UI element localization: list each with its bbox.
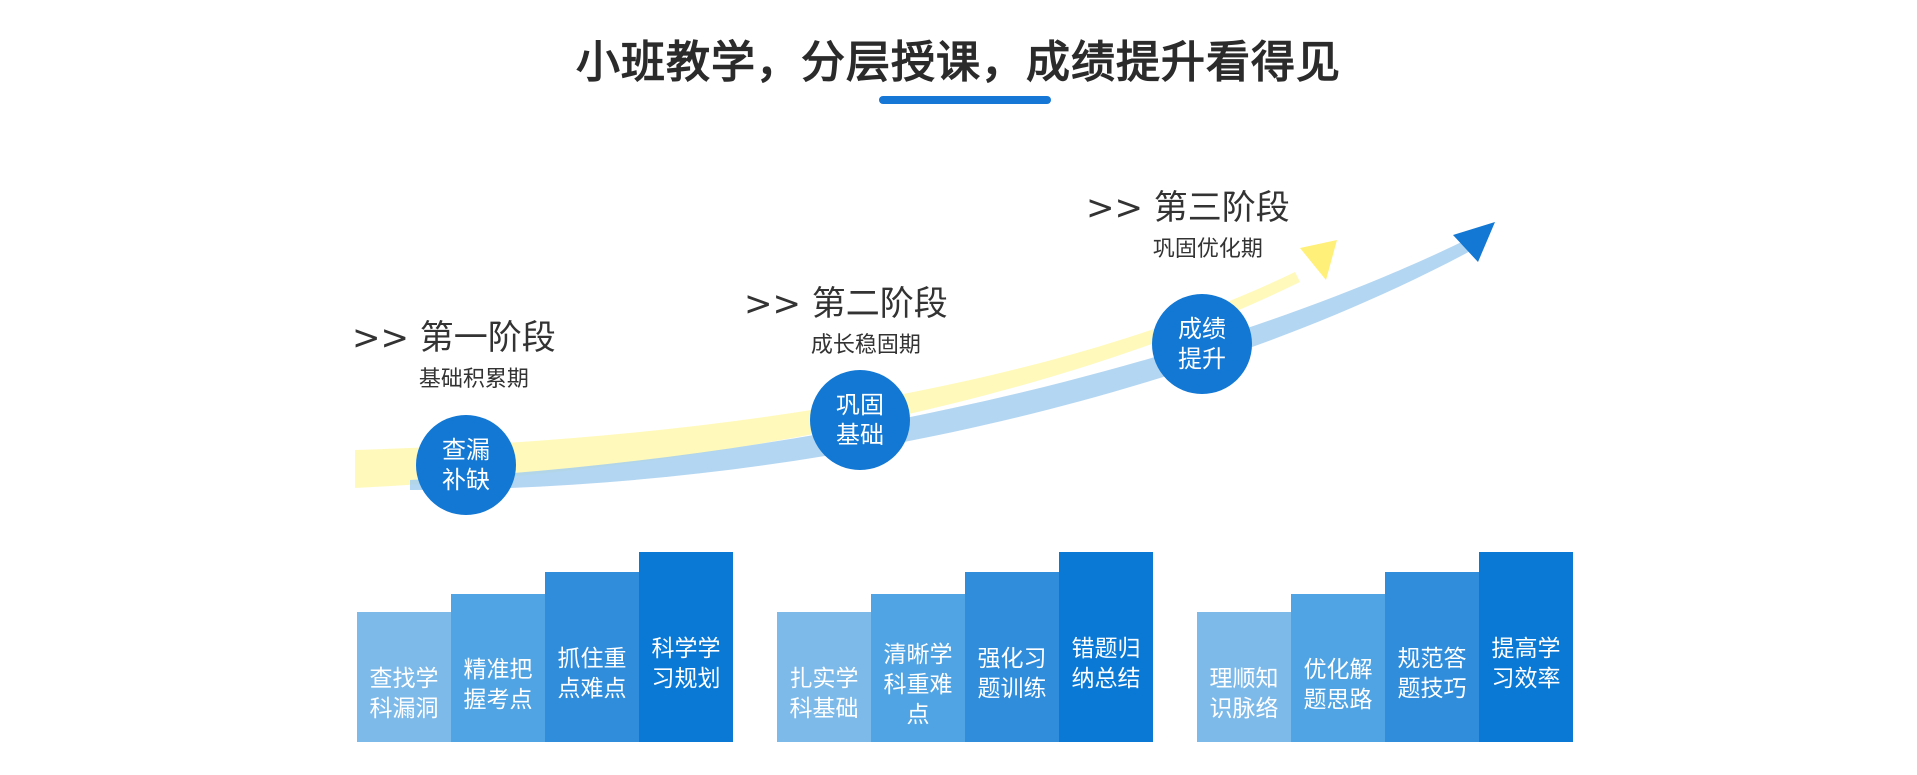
stage-3-step-4: 提高学习效率: [1479, 552, 1573, 742]
stage-2-step-3: 强化习题训练: [965, 572, 1059, 742]
stage-1-step-2: 精准把握考点: [451, 594, 545, 742]
stage-1-steps: 查找学科漏洞 精准把握考点 抓住重点难点 科学学习规划: [357, 518, 733, 742]
stage-1-step-4-label: 科学学习规划: [651, 636, 721, 692]
stage-3-step-1-label: 理顺知识脉络: [1209, 666, 1279, 722]
stage-1-label: >> 第一阶段 基础积累期: [352, 310, 556, 393]
stage-3-heading: >> 第三阶段: [1086, 188, 1290, 228]
stage-3-step-2: 优化解题思路: [1291, 594, 1385, 742]
stage-3-step-4-label: 提高学习效率: [1491, 636, 1561, 692]
title-underline: [879, 96, 1051, 104]
stage-2-step-4: 错题归纳总结: [1059, 552, 1153, 742]
stage-3-step-1: 理顺知识脉络: [1197, 612, 1291, 742]
stage-1-step-1: 查找学科漏洞: [357, 612, 451, 742]
stage-2-step-3-label: 强化习题训练: [977, 646, 1047, 702]
stage-1-step-3-label: 抓住重点难点: [557, 646, 627, 702]
stage-2-step-1: 扎实学科基础: [777, 612, 871, 742]
stage-1-step-3: 抓住重点难点: [545, 572, 639, 742]
stage-2-step-1-label: 扎实学科基础: [789, 666, 859, 722]
growth-curve-yellow-arrowhead: [1300, 240, 1337, 280]
stage-2-step-2-label: 清晰学科重难点: [883, 642, 953, 728]
stage-2-label: >> 第二阶段 成长稳固期: [744, 276, 948, 359]
stage-3-step-3-label: 规范答题技巧: [1397, 646, 1467, 702]
stage-2-subtitle: 成长稳固期: [810, 333, 921, 358]
stage-2-step-4-label: 错题归纳总结: [1071, 636, 1141, 692]
stage-1-step-4: 科学学习规划: [639, 552, 733, 742]
milestone-1: 查漏补缺: [416, 415, 516, 515]
stage-1-step-2-label: 精准把握考点: [463, 657, 533, 713]
stage-2-step-2: 清晰学科重难点: [871, 594, 965, 742]
stage-2-heading: >> 第二阶段: [744, 284, 948, 324]
stage-1-subtitle: 基础积累期: [418, 367, 529, 392]
growth-curve-blue-arrowhead: [1453, 222, 1495, 262]
stage-3-step-3: 规范答题技巧: [1385, 572, 1479, 742]
milestone-2: 巩固基础: [810, 370, 910, 470]
stage-2-steps: 扎实学科基础 清晰学科重难点 强化习题训练 错题归纳总结: [777, 518, 1153, 742]
stage-3-steps: 理顺知识脉络 优化解题思路 规范答题技巧 提高学习效率: [1197, 518, 1573, 742]
milestone-3: 成绩提升: [1152, 294, 1252, 394]
stage-3-step-2-label: 优化解题思路: [1303, 657, 1373, 713]
stage-1-heading: >> 第一阶段: [352, 318, 556, 358]
stage-3-label: >> 第三阶段 巩固优化期: [1086, 180, 1290, 263]
stage-1-step-1-label: 查找学科漏洞: [369, 666, 439, 722]
page-title: 小班教学，分层授课，成绩提升看得见: [576, 37, 1341, 88]
stage-3-subtitle: 巩固优化期: [1152, 237, 1263, 262]
